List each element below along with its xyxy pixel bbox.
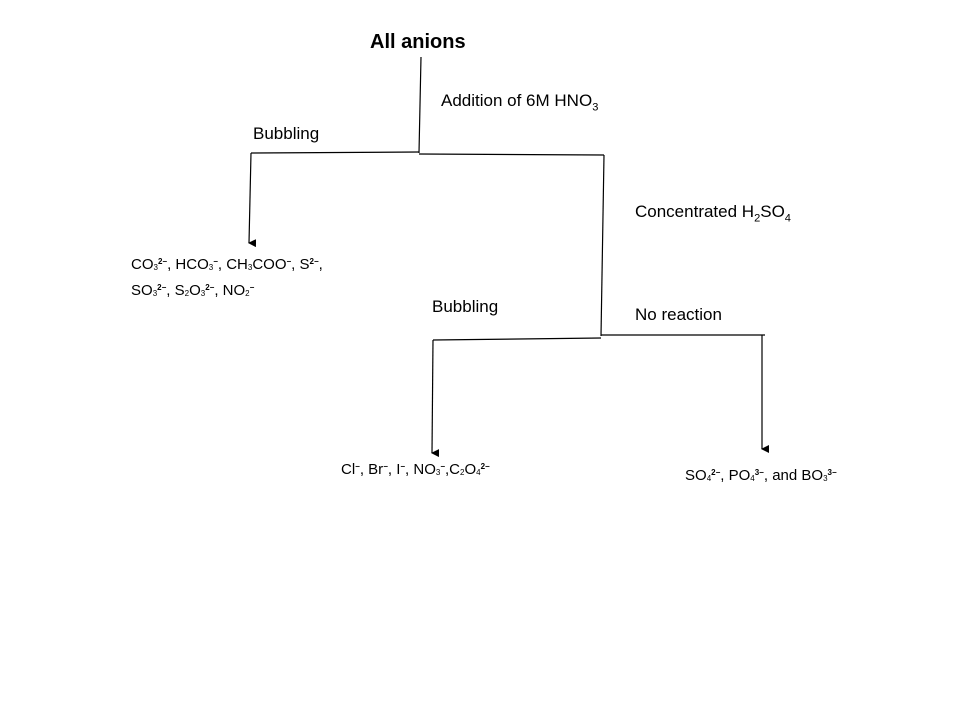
split-2-left — [432, 337, 602, 341]
arrow-bubbling-h2so4 — [431, 339, 440, 458]
diagram-title: All anions — [370, 31, 466, 53]
anion-group-bubbling-hno3: CO32−, HCO3−, CH3COO−, S2−, SO32−, S2O32… — [131, 252, 323, 304]
no-reaction-label: No reaction — [635, 305, 722, 324]
bubbling-label-hno3: Bubbling — [253, 124, 320, 143]
reagent-hno3-label: Addition of 6M HNO3 — [441, 91, 599, 114]
anion-group-line: Cl−, Br−, I−, NO3−,C2O42− — [341, 461, 490, 478]
right-descend-line — [600, 154, 605, 337]
anion-group-line: SO32−, S2O32−, NO2− — [131, 282, 255, 299]
anion-group-line: CO32−, HCO3−, CH3COO−, S2−, — [131, 256, 323, 273]
split-1-right — [418, 153, 605, 156]
trunk-line — [418, 56, 422, 154]
bubbling-label-h2so4: Bubbling — [432, 297, 499, 316]
reagent-h2so4-label: Concentrated H2SO4 — [635, 202, 791, 225]
anion-group-no-reaction: SO42−, PO43−, and BO33− — [685, 463, 837, 489]
arrow-bubbling-hno3 — [248, 152, 257, 248]
anion-group-bubbling-h2so4: Cl−, Br−, I−, NO3−,C2O42− — [341, 457, 490, 483]
anion-group-line: SO42−, PO43−, and BO33− — [685, 467, 837, 484]
split-1-left — [250, 151, 420, 154]
